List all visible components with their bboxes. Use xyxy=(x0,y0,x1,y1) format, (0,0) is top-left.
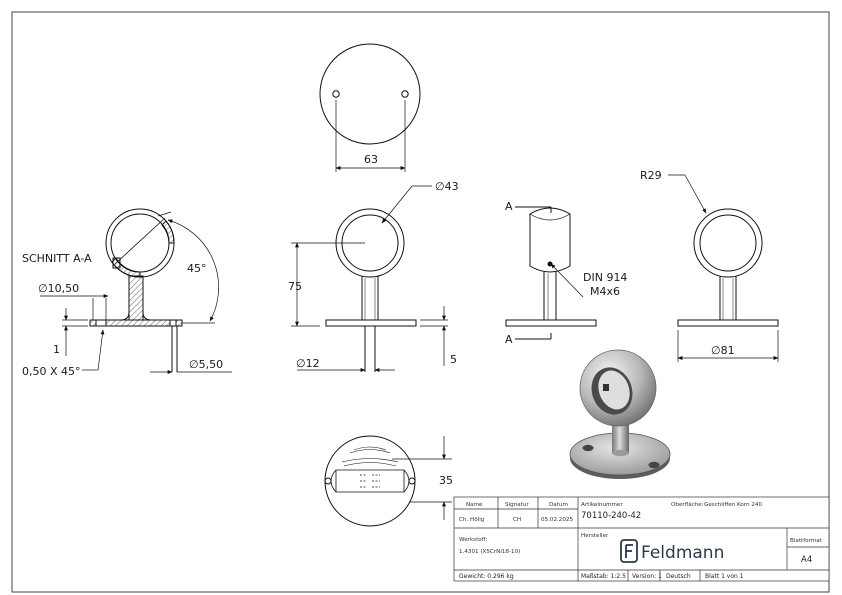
dim-75: 75 xyxy=(288,280,302,293)
tb-hersteller-label: Hersteller xyxy=(581,533,609,539)
tb-werkstoff-value: 1.4301 (X5CrNi18-10) xyxy=(459,549,520,555)
feldmann-logo-icon xyxy=(620,539,638,563)
dim-35: 35 xyxy=(439,474,453,487)
dim-1: 1 xyxy=(53,343,60,356)
feldmann-logo: Feldmann xyxy=(620,539,724,563)
callout-din-914: DIN 914 xyxy=(583,271,627,284)
callout-m4x6: M4x6 xyxy=(590,285,620,298)
tb-header-signatur: Signatur xyxy=(505,502,529,508)
tb-version: Version: 1 xyxy=(632,573,662,580)
tb-name-value: Ch. Hölig xyxy=(459,517,485,523)
sheet-border xyxy=(11,11,830,593)
tb-artikel-value: 70110-240-42 xyxy=(581,511,641,521)
title-block xyxy=(453,496,830,582)
tb-header-name: Name xyxy=(466,502,483,508)
tb-blatt: Blatt 1 von 1 xyxy=(705,573,744,580)
section-mark-a-top: A xyxy=(505,200,513,213)
tb-werkstoff-label: Werkstoff: xyxy=(459,537,488,543)
tb-oberflaeche-label: Oberfläche: xyxy=(671,502,704,508)
isometric-render xyxy=(569,349,671,479)
tb-artikel-label: Artikelnummer xyxy=(581,502,623,508)
dim-63: 63 xyxy=(364,153,378,166)
section-label: SCHNITT A-A xyxy=(22,252,92,265)
front-view xyxy=(291,185,448,372)
tb-signatur-value: CH xyxy=(513,517,521,523)
brand-name: Feldmann xyxy=(641,543,724,563)
dim-chamfer: 0,50 X 45° xyxy=(22,365,81,378)
dim-43: ∅43 xyxy=(435,180,459,193)
tb-massstab: Maßstab: 1:2.5 xyxy=(581,573,626,580)
dim-45-degree: 45° xyxy=(187,262,207,275)
section-view-a-a xyxy=(40,208,232,374)
tb-header-datum: Datum xyxy=(549,502,568,508)
tb-blattformat-label: Blattformat xyxy=(790,538,823,544)
right-view xyxy=(668,174,779,362)
dim-12: ∅12 xyxy=(296,357,320,370)
tb-sprache: Deutsch xyxy=(666,573,691,580)
bottom-view xyxy=(324,435,452,527)
dim-10-50: ∅10,50 xyxy=(38,282,79,295)
dim-5: 5 xyxy=(450,353,457,366)
top-view xyxy=(319,43,421,172)
tb-gewicht: Gewicht: 0.296 kg xyxy=(459,573,514,580)
tb-oberflaeche-value: Geschliffen Korn 240 xyxy=(704,502,762,508)
dim-5-50: ∅5,50 xyxy=(189,358,223,371)
tb-datum-value: 05.02.2025 xyxy=(541,517,573,523)
side-view xyxy=(505,206,597,340)
section-mark-a-bottom: A xyxy=(505,333,513,346)
tb-blattformat-value: A4 xyxy=(801,555,812,565)
dim-81: ∅81 xyxy=(711,344,735,357)
dim-r29: R29 xyxy=(640,169,662,182)
